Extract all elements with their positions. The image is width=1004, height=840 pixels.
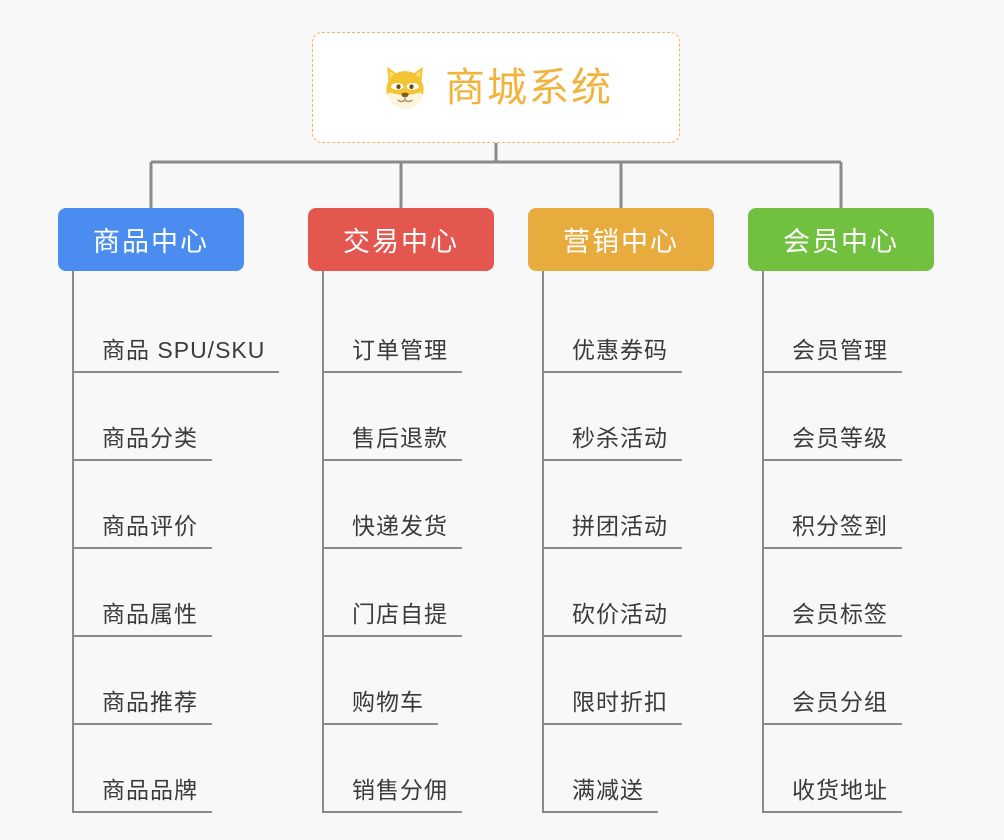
leaf-item[interactable]: 拼团活动	[542, 461, 714, 549]
branch-spine	[322, 271, 324, 813]
leaf-item[interactable]: 砍价活动	[542, 549, 714, 637]
branch-column-3: 营销中心优惠券码秒杀活动拼团活动砍价活动限时折扣满减送	[528, 208, 714, 813]
leaf-list: 会员管理会员等级积分签到会员标签会员分组收货地址	[748, 271, 934, 813]
leaf-list: 订单管理售后退款快递发货门店自提购物车销售分佣	[308, 271, 494, 813]
leaf-label: 限时折扣	[542, 691, 682, 725]
leaf-item[interactable]: 会员分组	[762, 637, 934, 725]
leaf-label: 售后退款	[322, 427, 462, 461]
shiba-inu-dog-face-icon	[386, 66, 424, 108]
leaf-label: 会员管理	[762, 339, 902, 373]
leaf-label: 商品 SPU/SKU	[72, 339, 280, 373]
branch-header[interactable]: 商品中心	[58, 208, 244, 271]
leaf-label: 会员等级	[762, 427, 902, 461]
leaf-label: 积分签到	[762, 515, 902, 549]
leaf-label: 会员标签	[762, 603, 902, 637]
branch-column-2: 交易中心订单管理售后退款快递发货门店自提购物车销售分佣	[308, 208, 494, 813]
leaf-item[interactable]: 限时折扣	[542, 637, 714, 725]
leaf-item[interactable]: 商品 SPU/SKU	[72, 285, 280, 373]
branch-spine	[542, 271, 544, 813]
leaf-item[interactable]: 满减送	[542, 725, 714, 813]
leaf-item[interactable]: 秒杀活动	[542, 373, 714, 461]
leaf-label: 秒杀活动	[542, 427, 682, 461]
branch-header[interactable]: 交易中心	[308, 208, 494, 271]
leaf-item[interactable]: 售后退款	[322, 373, 494, 461]
leaf-label: 砍价活动	[542, 603, 682, 637]
leaf-label: 商品分类	[72, 427, 212, 461]
leaf-item[interactable]: 商品属性	[72, 549, 244, 637]
leaf-item[interactable]: 会员管理	[762, 285, 934, 373]
leaf-item[interactable]: 优惠券码	[542, 285, 714, 373]
leaf-item[interactable]: 商品品牌	[72, 725, 244, 813]
leaf-list: 商品 SPU/SKU 商品分类商品评价商品属性商品推荐商品品牌	[58, 271, 280, 813]
leaf-item[interactable]: 订单管理	[322, 285, 494, 373]
leaf-item[interactable]: 商品分类	[72, 373, 244, 461]
leaf-label: 拼团活动	[542, 515, 682, 549]
leaf-item[interactable]: 会员标签	[762, 549, 934, 637]
leaf-label: 门店自提	[322, 603, 462, 637]
leaf-item[interactable]: 快递发货	[322, 461, 494, 549]
leaf-item[interactable]: 购物车	[322, 637, 494, 725]
leaf-label: 优惠券码	[542, 339, 682, 373]
leaf-label: 商品评价	[72, 515, 212, 549]
branch-spine	[72, 271, 74, 813]
leaf-item[interactable]: 会员等级	[762, 373, 934, 461]
leaf-label: 销售分佣	[322, 779, 462, 813]
root-title: 商城系统	[445, 65, 613, 110]
branch-column-1: 商品中心商品 SPU/SKU 商品分类商品评价商品属性商品推荐商品品牌	[58, 208, 280, 813]
leaf-list: 优惠券码秒杀活动拼团活动砍价活动限时折扣满减送	[528, 271, 714, 813]
branch-header[interactable]: 营销中心	[528, 208, 714, 271]
leaf-item[interactable]: 收货地址	[762, 725, 934, 813]
leaf-label: 收货地址	[762, 779, 902, 813]
branch-column-4: 会员中心会员管理会员等级积分签到会员标签会员分组收货地址	[748, 208, 934, 813]
leaf-item[interactable]: 门店自提	[322, 549, 494, 637]
root-node[interactable]: 商城系统	[312, 32, 680, 143]
branch-spine	[762, 271, 764, 813]
leaf-item[interactable]: 商品评价	[72, 461, 244, 549]
leaf-label: 快递发货	[322, 515, 462, 549]
branch-header[interactable]: 会员中心	[748, 208, 934, 271]
leaf-label: 商品品牌	[72, 779, 212, 813]
leaf-label: 商品推荐	[72, 691, 212, 725]
leaf-label: 订单管理	[322, 339, 462, 373]
leaf-item[interactable]: 销售分佣	[322, 725, 494, 813]
leaf-label: 商品属性	[72, 603, 212, 637]
leaf-label: 购物车	[322, 691, 438, 725]
leaf-label: 会员分组	[762, 691, 902, 725]
leaf-item[interactable]: 积分签到	[762, 461, 934, 549]
leaf-label: 满减送	[542, 779, 658, 813]
leaf-item[interactable]: 商品推荐	[72, 637, 244, 725]
